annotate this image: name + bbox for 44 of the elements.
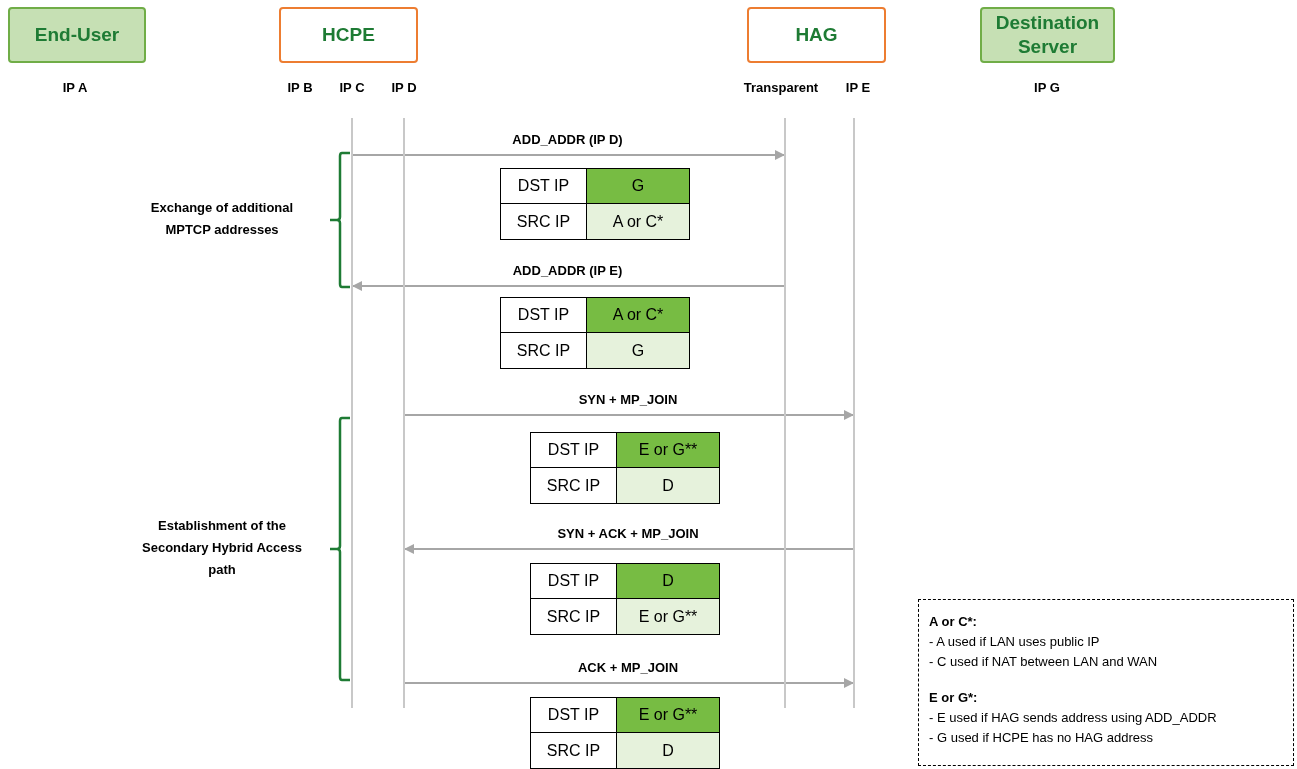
address-label: Transparent: [743, 79, 819, 97]
note-text: - G used if HCPE has no HAG address: [929, 729, 1154, 747]
address-value-cell: E or G**: [617, 433, 719, 468]
note-box: [918, 599, 1294, 766]
lifeline: [784, 118, 786, 708]
note-text: - E used if HAG sends address using ADD_ADDR: [929, 709, 1218, 727]
address-value-cell: G: [587, 169, 689, 204]
message-arrow: [404, 410, 854, 420]
message-arrow: [404, 544, 854, 554]
message-arrow: [404, 678, 854, 688]
address-label: IP D: [391, 79, 417, 97]
address-label: IP B: [287, 79, 313, 97]
lifeline: [403, 118, 405, 708]
participant-box: End-User: [8, 7, 146, 63]
field-name-cell: DST IP: [501, 169, 587, 204]
field-name-cell: DST IP: [531, 698, 617, 733]
phase-label: Exchange of additional MPTCP addresses: [149, 199, 295, 239]
field-name-cell: DST IP: [531, 433, 617, 468]
participant-box: Destination Server: [980, 7, 1115, 63]
note-text: - A used if LAN uses public IP: [929, 633, 1101, 651]
participant-box: HAG: [747, 7, 886, 63]
address-value-cell: E or G**: [617, 698, 719, 733]
address-value-cell: A or C*: [587, 298, 689, 333]
address-value-cell: D: [617, 733, 719, 768]
field-name-cell: DST IP: [501, 298, 587, 333]
address-value-cell: A or C*: [587, 204, 689, 239]
lifeline: [853, 118, 855, 708]
note-heading: E or G*:: [929, 689, 979, 707]
participant-box: HCPE: [279, 7, 418, 63]
field-name-cell: DST IP: [531, 564, 617, 599]
note-heading: A or C*:: [929, 613, 978, 631]
address-value-cell: G: [587, 333, 689, 368]
address-label: IP C: [339, 79, 365, 97]
note-text: - C used if NAT between LAN and WAN: [929, 653, 1159, 671]
phase-label: Establishment of the Secondary Hybrid Access path: [141, 517, 303, 579]
address-label: IP A: [62, 79, 88, 97]
address-value-cell: D: [617, 564, 719, 599]
lifeline: [351, 118, 353, 708]
address-label: IP G: [1034, 79, 1060, 97]
address-value-cell: E or G**: [617, 599, 719, 634]
address-label: IP E: [845, 79, 871, 97]
message-arrow: [352, 281, 785, 291]
message-arrow: [352, 150, 785, 160]
address-value-cell: D: [617, 468, 719, 503]
